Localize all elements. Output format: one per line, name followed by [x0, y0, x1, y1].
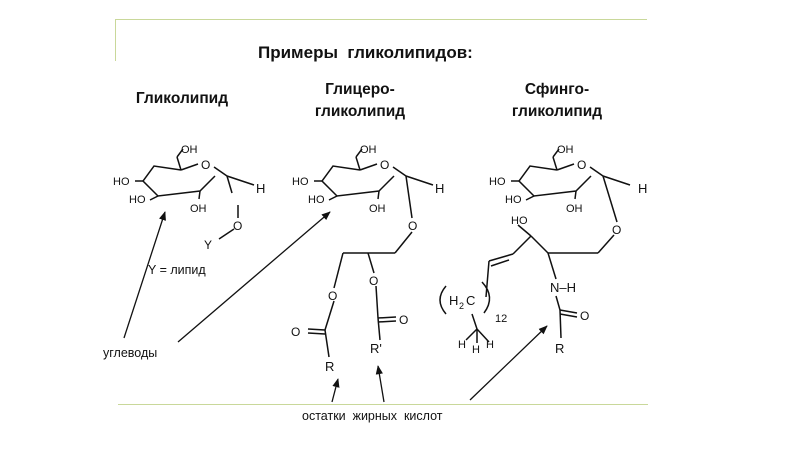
m2-ho-left: HO — [292, 176, 309, 188]
m1-glycosidic-o: O — [233, 219, 242, 233]
arrow-fa-to-r — [331, 378, 340, 403]
m1-h: H — [256, 181, 265, 196]
m2-ho-bottom: HO — [308, 194, 325, 206]
m1-ring-o: O — [201, 158, 210, 172]
col-glycero-heading: Глицеро- гликолипид — [290, 79, 430, 123]
col-sphingo-line2: гликолипид — [511, 103, 603, 120]
m3-nh: N–H — [550, 280, 576, 295]
m3-methyl-h-mid: H — [472, 344, 480, 356]
arrow-fa-to-m3 — [469, 325, 548, 401]
m1-ho-left: HO — [113, 176, 130, 188]
m3-ho-sphingosine: HO — [511, 215, 528, 227]
m3-methyl-h-left: H — [458, 339, 466, 351]
m3-h: H — [638, 181, 647, 196]
y-lipid-definition: Y = липид — [148, 263, 206, 277]
sphingoglycolipid-structure — [439, 148, 631, 343]
m2-oh-top: OH — [360, 144, 377, 156]
m2-ring-o: O — [380, 158, 389, 172]
m2-h: H — [435, 181, 444, 196]
col-sphingo-heading: Сфинго- гликолипид — [487, 79, 627, 123]
m2-ester-o-left: O — [328, 289, 337, 303]
m3-h2c-h: H — [449, 293, 458, 308]
col-glycero-line2: гликолипид — [314, 103, 406, 120]
m2-ester-o-right: O — [369, 274, 378, 288]
m1-y: Y — [204, 238, 212, 252]
m2-r-prime: R' — [370, 341, 382, 356]
m3-oh-top: OH — [557, 144, 574, 156]
arrow-carbs-to-m1 — [123, 211, 166, 339]
m3-glycosidic-o: O — [612, 223, 621, 237]
glycolipid-structure — [135, 148, 255, 240]
col-sphingo-line1: Сфинго- — [524, 81, 590, 98]
m1-oh-bottom: OH — [190, 203, 207, 215]
m3-carbonyl-o: O — [580, 309, 589, 323]
m1-oh-top: OH — [181, 144, 198, 156]
m3-r: R — [555, 341, 564, 356]
m3-ring-o: O — [577, 158, 586, 172]
left-rule — [115, 19, 116, 61]
m2-glycosidic-o: O — [408, 219, 417, 233]
col-glycolipid-line1: Гликолипид — [135, 90, 229, 107]
m3-repeat-12: 12 — [495, 313, 507, 325]
m2-r: R — [325, 359, 334, 374]
top-rule — [115, 19, 647, 20]
m2-oh-bottom: OH — [369, 203, 386, 215]
col-glycolipid-heading: Гликолипид — [112, 88, 252, 110]
m1-ho-bottom: HO — [129, 194, 146, 206]
arrow-fa-to-r-prime — [375, 365, 385, 403]
col-glycero-line1: Глицеро- — [325, 81, 395, 98]
slide-title: Примеры гликолипидов: — [258, 43, 473, 62]
arrow-carbs-to-m2 — [177, 211, 331, 343]
carbohydrates-label: углеводы — [103, 346, 158, 360]
m3-oh-bottom: OH — [566, 203, 583, 215]
fatty-acid-residues-label: остатки жирных кислот — [302, 409, 443, 423]
bottom-rule — [118, 404, 648, 405]
m3-ho-left: HO — [489, 176, 506, 188]
m2-carbonyl-o-left: O — [291, 325, 300, 339]
m3-methyl-h-right: H — [486, 339, 494, 351]
m3-ho-bottom: HO — [505, 194, 522, 206]
m3-h2c-sub2: 2 — [459, 301, 464, 311]
m3-h2c-c: C — [466, 293, 475, 308]
m2-carbonyl-o-right: O — [399, 313, 408, 327]
glyceroglycolipid-structure — [307, 148, 434, 358]
